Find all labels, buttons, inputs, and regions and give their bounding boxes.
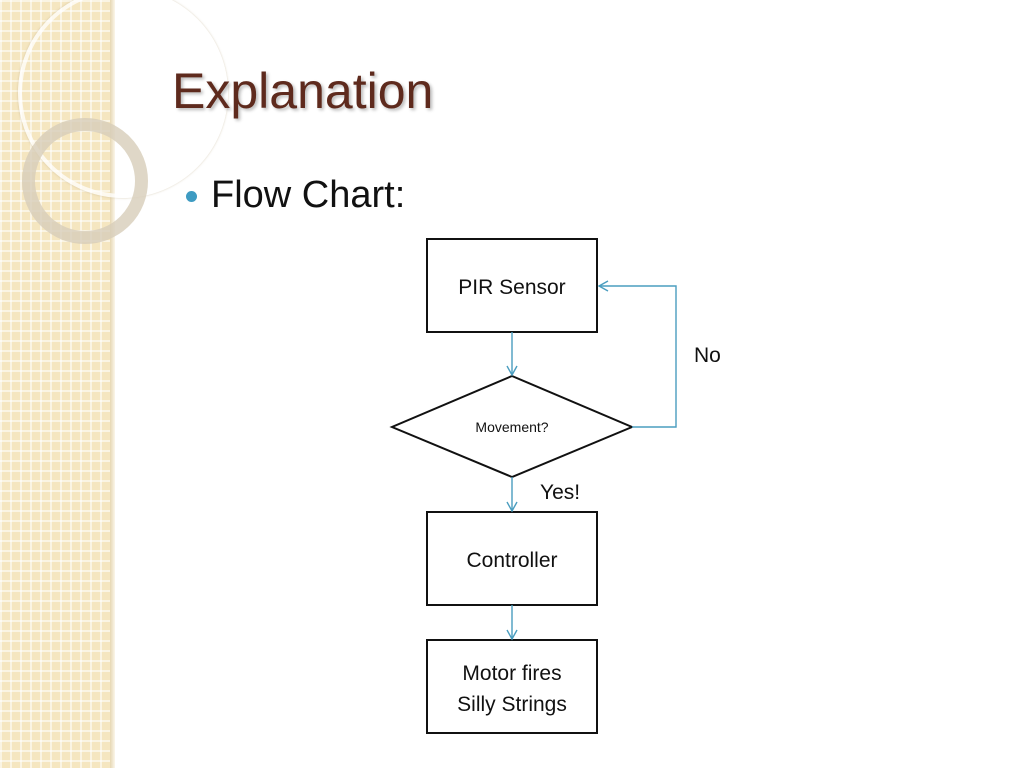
side-panel-edge: [110, 0, 115, 768]
slide-title: Explanation: [172, 63, 434, 119]
bullet-text: Flow Chart:: [211, 174, 406, 216]
no-edge-label: No: [694, 344, 721, 367]
movement-label: Movement?: [475, 419, 548, 435]
bullet-dot-icon: [186, 191, 197, 203]
controller-label: Controller: [466, 549, 557, 572]
arrow-no-loop: [597, 280, 677, 428]
motor-label-line2: Silly Strings: [457, 693, 567, 716]
bullet-item: Flow Chart:: [186, 173, 405, 219]
pir-sensor-label: PIR Sensor: [458, 276, 565, 299]
motor-label-line1: Motor fires: [462, 662, 561, 685]
yes-edge-label: Yes!: [540, 481, 580, 504]
motor-box: [426, 639, 598, 734]
